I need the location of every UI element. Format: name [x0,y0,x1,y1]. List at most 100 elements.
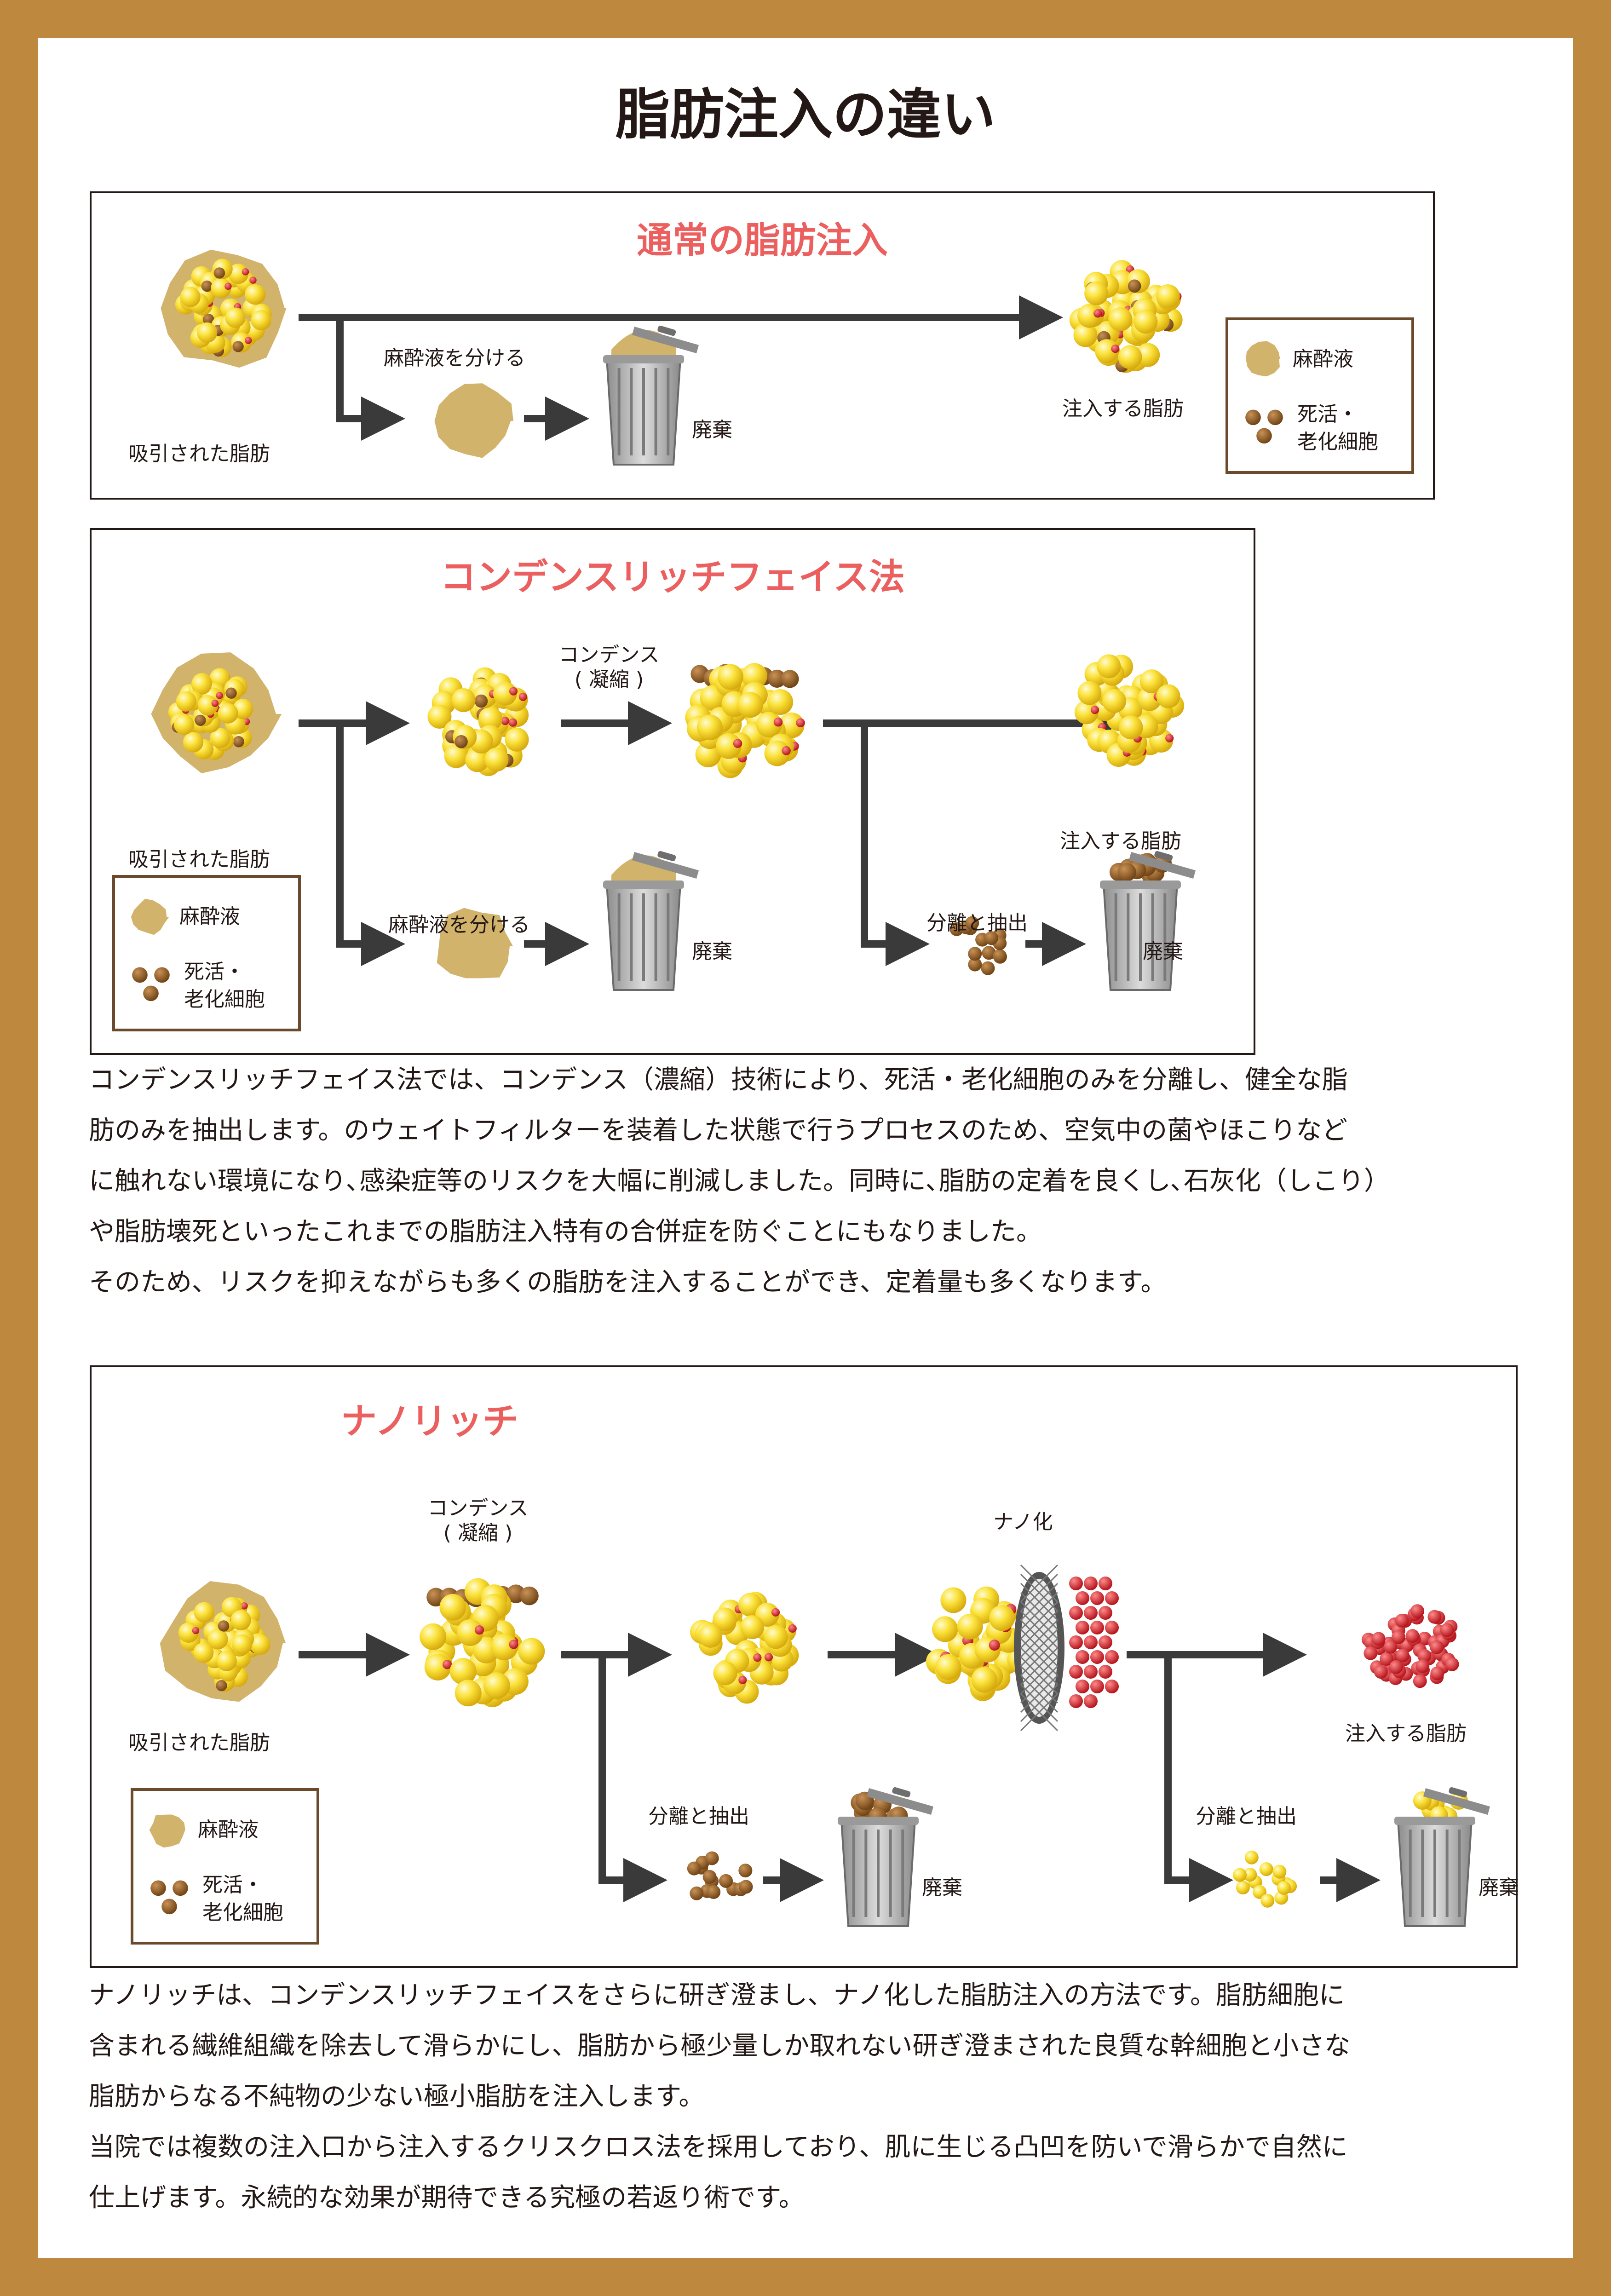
dead-cell [981,961,995,975]
fat-cell [518,1638,545,1665]
fat-cell [1156,684,1180,708]
dead-cells-group [949,916,1007,975]
stem-cell [782,746,791,755]
stem-cell [501,716,510,725]
stem-cell [442,1660,452,1669]
fat-cell [713,1607,737,1632]
nano-fat-cell [1099,1577,1112,1590]
legend-dead-cells-swatch [1245,409,1283,444]
fat-cell [764,740,790,766]
fat-cell [696,714,723,741]
label-aspirated: 吸引された脂肪 [128,848,270,871]
fat-cell [211,278,231,299]
dead-cell [195,714,206,726]
dead-cell [702,1870,717,1884]
nano-fat-cell [1430,1640,1444,1654]
dead-cell [474,694,488,708]
condensed-cluster [685,663,805,778]
stem-cell [1090,706,1099,714]
label-extract-2: 分離と抽出 [1196,1805,1297,1828]
nano-fat-cell [1445,1657,1459,1671]
nano-fat-cell [1395,1648,1410,1663]
nano-fat-cell [1069,1635,1083,1649]
paragraph-condense-rich: コンデンスリッチフェイス法では、コンデンス（濃縮）技術により、死活・老化細胞のみ… [89,1065,1390,1297]
nano-fat-cell [1084,1665,1098,1679]
stem-cell [733,739,742,748]
label-discard-2: 廃棄 [1143,940,1183,963]
label-extract: 分離と抽出 [926,911,1028,935]
nano-fat-cell [1099,1606,1112,1620]
nano-fat-cell [1105,1621,1119,1634]
fat-cell [737,692,763,718]
label-aspirated: 吸引された脂肪 [128,1731,270,1755]
fat-cell [424,1654,451,1681]
nano-fat-cell [1415,1659,1430,1673]
dead-cell [161,1899,177,1915]
nano-fat-cell [1405,1629,1420,1643]
inject-fat-cluster [1074,654,1185,767]
stem-cell [509,1640,518,1649]
fat-cell [1077,304,1101,328]
nano-fat-cell [1069,1665,1083,1679]
section2-diagram [151,652,1196,991]
fat-cell [244,284,265,305]
dead-cell [1245,409,1261,426]
dead-cell [232,341,244,352]
label-discard: 廃棄 [692,418,732,442]
nano-fat-cell [1090,1621,1104,1634]
nano-fat-cell [1374,1665,1388,1679]
nano-fat-cell [1392,1630,1406,1644]
fat-cell [741,663,767,689]
fat-cell [180,287,201,307]
legend-anesthetic-label: 麻酔液 [1293,347,1353,371]
legend-box: 麻酔液 死活・ 老化細胞 [131,1788,319,1945]
nano-fat-cell [1371,1632,1386,1646]
nano-fat-cell [1389,1660,1403,1674]
label-extract-1: 分離と抽出 [648,1805,749,1828]
fat-cell [1108,307,1133,331]
inject-fat-cluster [1361,1604,1459,1688]
dead-cell [233,736,244,748]
fat-cell [1244,1850,1259,1864]
label-aspirated: 吸引された脂肪 [128,442,270,466]
fat-cell [1156,284,1180,309]
legend-anesthetic-swatch [1246,341,1280,377]
stem-cell [474,1625,484,1635]
fat-cell [478,707,503,731]
dead-cells-group [687,1851,753,1900]
fat-cell [767,689,794,715]
stem-cell [1093,309,1102,318]
anesthetic-shape [1246,341,1280,377]
stem-cell [738,1675,747,1684]
dead-cell [213,267,225,279]
stem-cell [224,282,232,290]
nano-fat-cell [1084,1577,1098,1590]
nano-fat-cell [1364,1646,1378,1660]
nano-fat-cell [1076,1650,1089,1664]
fat-cell [1243,1868,1257,1882]
stem-cell [764,1653,773,1662]
fat-cell [756,712,782,738]
fat-cell [439,1594,466,1621]
dead-cell [719,1874,733,1888]
fat-cell [989,1605,1015,1631]
fat-cell [1277,1881,1291,1895]
panel-nano-rich: ナノリッチ 吸引された脂肪 コンデンス ( 凝縮 ) ナノ化 注入する脂肪 分離… [90,1365,1519,1968]
nano-fat-cell [1427,1610,1442,1624]
stem-cell [518,692,527,701]
arrow-branch-2 [1164,1655,1233,1902]
legend-dead-cells-label: 死活・ 老化細胞 [184,960,265,1011]
fat-cell [505,727,529,752]
dead-cell [426,1588,445,1607]
section1-diagram [161,249,1183,466]
stem-cell [1165,734,1174,742]
stem-cell [773,717,783,727]
nano-fat-cell [1395,1613,1409,1628]
fat-cell [1073,323,1098,347]
fat-cell [455,1680,482,1707]
stem-cell [796,718,805,727]
dead-cell [1267,409,1283,426]
fat-cell [230,1610,251,1631]
fat-cell [1084,281,1109,305]
nano-fat-cell [1410,1604,1425,1618]
